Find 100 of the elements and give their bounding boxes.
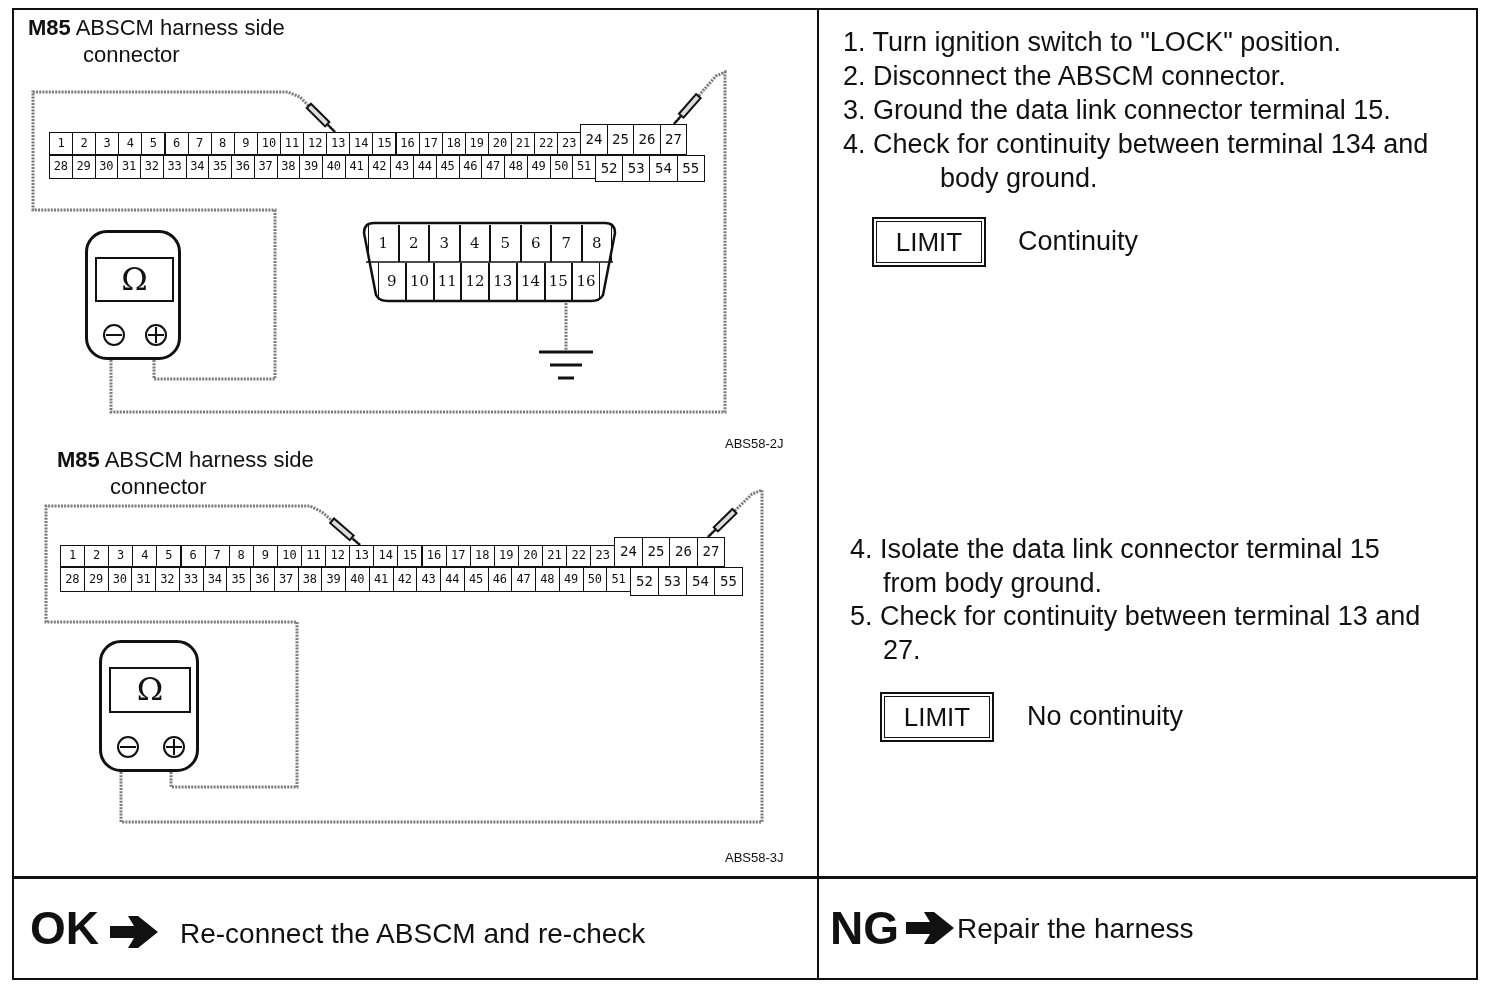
- terminal-number: 20: [487, 132, 512, 155]
- terminal-number: 39: [299, 155, 323, 179]
- terminal-number: 8: [228, 545, 254, 567]
- terminal-number: 28: [49, 155, 73, 179]
- terminal-number: 16: [395, 132, 420, 155]
- terminal-number: 6: [180, 545, 206, 567]
- terminal-number: 19: [464, 132, 489, 155]
- terminal-number: 4: [459, 225, 490, 262]
- terminal-number: 1: [49, 132, 74, 155]
- instruction-step: 3. Ground the data link connector terminal 15.: [843, 93, 1463, 127]
- terminal-number: 7: [204, 545, 230, 567]
- terminal-number: 1: [368, 225, 399, 262]
- terminal-number: 51: [606, 567, 631, 592]
- terminal-number: 33: [162, 155, 187, 179]
- terminal-number: 10: [256, 132, 281, 155]
- terminal-number: 35: [208, 155, 232, 179]
- limit-tag: LIMIT: [873, 218, 985, 266]
- terminal-number: 2: [72, 132, 97, 155]
- terminal-number: 12: [303, 132, 328, 155]
- terminal-number: 20: [517, 545, 543, 567]
- terminal-number: 16: [572, 263, 600, 300]
- terminal-number: 50: [549, 155, 574, 179]
- terminal-number: 19: [493, 545, 519, 567]
- terminal-number: 43: [416, 567, 441, 592]
- terminal-number: 3: [429, 225, 460, 262]
- terminal-number: 43: [390, 155, 414, 179]
- terminal-number: 53: [622, 155, 651, 182]
- result-heading: OK: [30, 901, 99, 956]
- terminal-number: 44: [440, 567, 465, 592]
- terminal-number: 37: [273, 567, 299, 592]
- terminal-number: 24: [580, 124, 608, 155]
- terminal-number: 9: [233, 132, 258, 155]
- terminal-number: 45: [463, 567, 489, 592]
- test-lead-wire: [119, 487, 764, 824]
- terminal-number: 34: [185, 155, 210, 179]
- terminal-number: 3: [95, 132, 120, 155]
- result-action: Repair the harness: [957, 912, 1194, 946]
- terminal-number: 42: [367, 155, 392, 179]
- terminal-number: 2: [84, 545, 110, 567]
- terminal-number: 30: [94, 155, 119, 179]
- terminal-number: 11: [280, 132, 305, 155]
- limit-value: No continuity: [1027, 701, 1184, 731]
- terminal-number: 52: [595, 155, 624, 182]
- terminal-number: 8: [210, 132, 235, 155]
- instruction-step: 2. Disconnect the ABSCM connector.: [843, 59, 1463, 93]
- terminal-number: 18: [469, 545, 495, 567]
- terminal-number: 41: [344, 155, 369, 179]
- terminal-number: 48: [535, 567, 560, 592]
- terminal-number: 45: [435, 155, 460, 179]
- terminal-number: 17: [445, 545, 471, 567]
- terminal-number: 12: [461, 263, 489, 300]
- terminal-number: 31: [131, 567, 156, 592]
- instruction-step: 5. Check for continuity between terminal 13 and 27.: [850, 599, 1440, 667]
- terminal-number: 37: [253, 155, 278, 179]
- terminal-number: 32: [155, 567, 180, 592]
- terminal-number: 40: [345, 567, 370, 592]
- terminal-number: 33: [178, 567, 204, 592]
- terminal-number: 21: [511, 132, 536, 155]
- terminal-number: 26: [669, 537, 698, 567]
- terminal-number: 6: [164, 132, 189, 155]
- terminal-number: 6: [520, 225, 551, 262]
- terminal-number: 27: [659, 124, 688, 155]
- terminal-number: 47: [511, 567, 536, 592]
- terminal-number: 11: [433, 263, 462, 300]
- terminal-number: 18: [441, 132, 466, 155]
- terminal-number: 55: [714, 567, 743, 596]
- terminal-number: 10: [405, 263, 434, 300]
- terminal-number: 46: [458, 155, 483, 179]
- instruction-step: 4. Check for continuity between terminal 134 and body ground.: [843, 127, 1443, 195]
- terminal-number: 44: [413, 155, 437, 179]
- terminal-number: 32: [140, 155, 164, 179]
- terminal-number: 48: [504, 155, 528, 179]
- ohmmeter: [85, 230, 181, 360]
- terminal-number: 47: [481, 155, 505, 179]
- terminal-number: 36: [250, 567, 275, 592]
- terminal-number: 23: [590, 545, 616, 567]
- terminal-number: 49: [558, 567, 584, 592]
- result-action: Re-connect the ABSCM and re-check: [180, 917, 646, 951]
- terminal-number: 5: [141, 132, 166, 155]
- terminal-number: 4: [118, 132, 143, 155]
- terminal-number: 13: [489, 263, 517, 300]
- terminal-number: 40: [322, 155, 346, 179]
- terminal-number: 15: [397, 545, 423, 567]
- terminal-number: 24: [614, 537, 643, 567]
- terminal-number: 8: [581, 225, 612, 262]
- ohmmeter: [99, 640, 199, 772]
- terminal-number: 38: [276, 155, 301, 179]
- terminal-number: 52: [630, 567, 659, 596]
- connector-heading: M85 ABSCM harness side connector: [57, 446, 315, 500]
- terminal-number: 12: [325, 545, 351, 567]
- terminal-number: 15: [372, 132, 397, 155]
- terminal-number: 5: [490, 225, 521, 262]
- terminal-number: 25: [606, 124, 635, 155]
- figure-code: ABS58-2J: [725, 436, 784, 452]
- terminal-number: 51: [572, 155, 596, 179]
- terminal-number: 28: [60, 567, 85, 592]
- terminal-number: 9: [252, 545, 278, 567]
- terminal-number: 14: [516, 263, 545, 300]
- terminal-number: 2: [398, 225, 429, 262]
- terminal-number: 4: [132, 545, 158, 567]
